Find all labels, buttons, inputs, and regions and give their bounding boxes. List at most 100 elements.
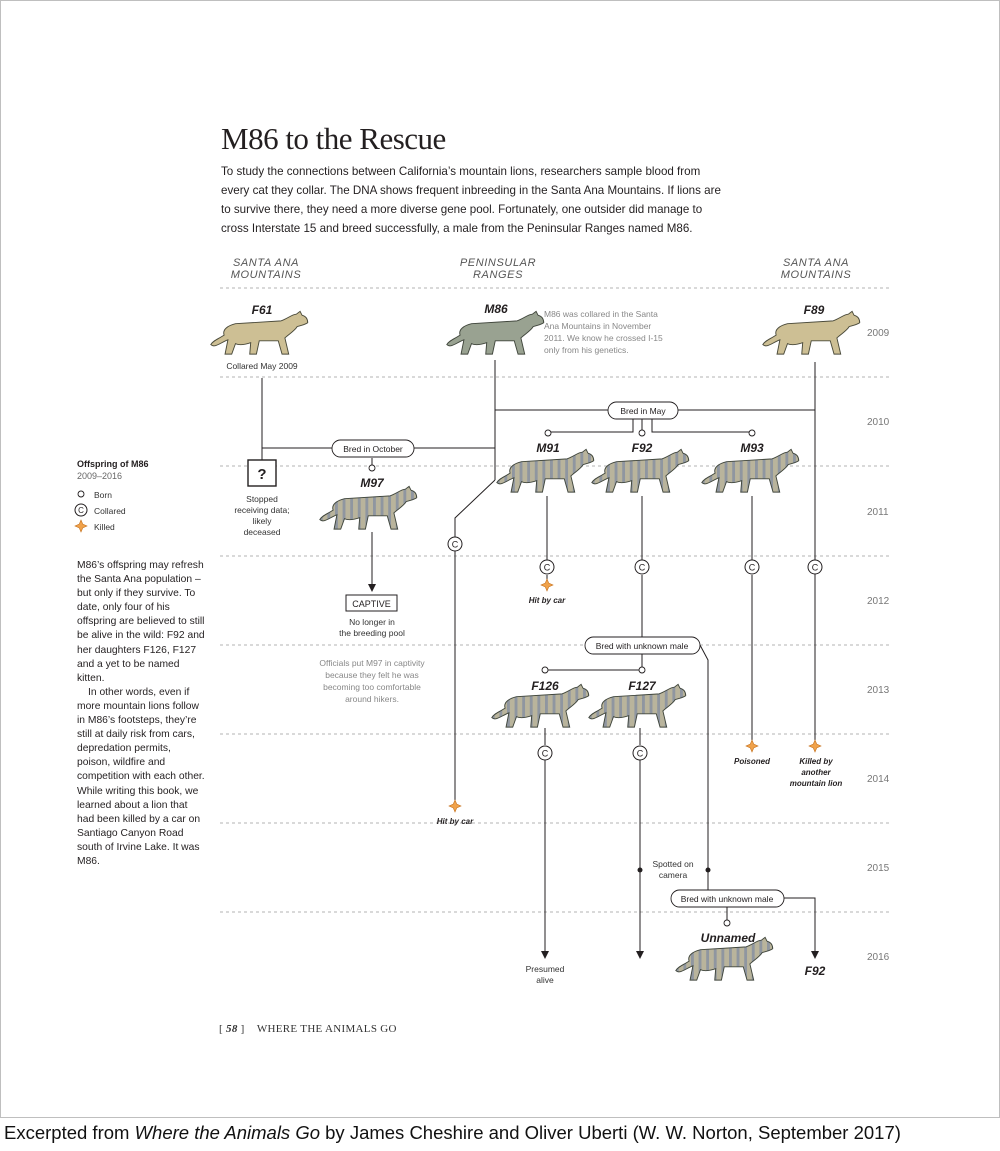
credit-prefix: Excerpted from	[4, 1122, 135, 1143]
lion-f89-icon	[763, 311, 860, 354]
collar-symbol: C	[639, 563, 646, 573]
spotted-dot	[706, 868, 711, 873]
born-marker	[639, 667, 645, 673]
event-bred-may: Bred in May	[608, 402, 678, 419]
lineage-diagram: Bred in October Bred in May Bred with un…	[0, 0, 1000, 1118]
unknown-symbol: ?	[257, 466, 266, 483]
note-stopped: Stopped receiving data; likely deceased	[234, 494, 289, 537]
collar-symbol: C	[78, 506, 84, 515]
note-line: 2011. We know he crossed I-15	[544, 333, 663, 343]
lion-name: F127	[628, 679, 657, 693]
note-hit-by-car: Hit by car	[529, 596, 566, 605]
born-marker	[542, 667, 548, 673]
born-markers	[369, 430, 755, 926]
unknown-fate-box: ?	[248, 460, 276, 486]
lion-name: M91	[536, 441, 560, 455]
collar-marker: C	[448, 537, 462, 551]
note-line: camera	[659, 870, 688, 880]
lion-m86-icon	[447, 311, 544, 354]
note-line: likely	[253, 516, 273, 526]
event-bred-unknown-1: Bred with unknown male	[585, 637, 700, 654]
note-line: around hikers.	[345, 694, 399, 704]
note-line: Ana Mountains in November	[544, 321, 651, 331]
note-line: another	[801, 768, 831, 777]
collar-symbol: C	[544, 563, 551, 573]
note-line: the breeding pool	[339, 628, 405, 638]
lion-name: M97	[360, 476, 385, 490]
note-captive: No longer in the breeding pool	[339, 617, 405, 638]
collar-marker: C	[808, 560, 822, 574]
lion-name: F61	[252, 303, 273, 317]
event-label: Bred with unknown male	[596, 641, 689, 651]
event-label: Bred in October	[343, 444, 403, 454]
lion-name: F126	[531, 679, 559, 693]
note-presumed: Presumed alive	[526, 964, 565, 985]
lion-f92-icon	[592, 449, 689, 492]
note-line: Spotted on	[652, 859, 693, 869]
collar-marker: C	[633, 746, 647, 760]
lion-name: M86	[484, 302, 508, 316]
collar-symbol: C	[749, 563, 756, 573]
captive-label: CAPTIVE	[352, 599, 391, 609]
lion-m91-icon	[497, 449, 594, 492]
note-line: alive	[536, 975, 554, 985]
note-line: deceased	[244, 527, 281, 537]
collar-marker: C	[540, 560, 554, 574]
legend-killed-icon	[75, 520, 87, 532]
f126-birth-line	[545, 665, 642, 670]
born-marker	[639, 430, 645, 436]
event-bred-october: Bred in October	[332, 440, 414, 457]
collar-symbol: C	[637, 749, 644, 759]
born-marker	[749, 430, 755, 436]
note-hit-by-car: Hit by car	[437, 817, 474, 826]
note-line: No longer in	[349, 617, 395, 627]
credit-suffix: by James Cheshire and Oliver Uberti (W. …	[320, 1122, 901, 1143]
spotted-dot	[638, 868, 643, 873]
lion-name: M93	[740, 441, 764, 455]
note-line: mountain lion	[790, 779, 843, 788]
legend-born-icon	[78, 491, 84, 497]
note-line: Officials put M97 in captivity	[319, 658, 425, 668]
lion-name: F92	[632, 441, 653, 455]
collar-symbol: C	[542, 749, 549, 759]
killed-star-icon	[541, 579, 553, 591]
born-marker	[545, 430, 551, 436]
legend-symbols: C	[75, 491, 87, 532]
collar-marker: C	[538, 746, 552, 760]
m86-late-path	[455, 480, 495, 800]
note-line: only from his genetics.	[544, 345, 629, 355]
f92-final-path	[778, 898, 815, 955]
excerpt-credit: Excerpted from Where the Animals Go by J…	[4, 1122, 901, 1144]
note-line: receiving data;	[234, 505, 289, 515]
collar-marker: C	[745, 560, 759, 574]
lion-name: F92	[805, 964, 826, 978]
born-marker	[724, 920, 730, 926]
collar-symbol: C	[812, 563, 819, 573]
killed-star-icon	[449, 800, 461, 812]
note-line: Killed by	[799, 757, 833, 766]
note-line: because they felt he was	[325, 670, 419, 680]
collar-marker: C	[635, 560, 649, 574]
lion-m97-icon	[320, 486, 417, 529]
note-poisoned: Poisoned	[734, 757, 771, 766]
m93-birth-branch	[652, 419, 752, 434]
legend-collared-icon: C	[75, 504, 87, 516]
killed-star-icon	[746, 740, 758, 752]
event-label: Bred in May	[620, 406, 666, 416]
credit-book-title: Where the Animals Go	[135, 1122, 320, 1143]
note-killed-by-lion: Killed by another mountain lion	[790, 757, 843, 788]
note-line: Stopped	[246, 494, 278, 504]
killed-star-icon	[809, 740, 821, 752]
note-collared-f61: Collared May 2009	[226, 361, 298, 371]
m91-birth-branch	[548, 419, 633, 434]
lion-m93-icon	[702, 449, 799, 492]
event-bred-unknown-2: Bred with unknown male	[671, 890, 784, 907]
lion-f61-icon	[211, 311, 308, 354]
captive-box: CAPTIVE	[346, 595, 397, 611]
note-officials: Officials put M97 in captivity because t…	[319, 658, 425, 704]
f92-late-path	[700, 645, 708, 892]
note-m86: M86 was collared in the Santa Ana Mounta…	[544, 309, 663, 355]
collar-symbol: C	[452, 540, 459, 550]
born-marker	[369, 465, 375, 471]
note-line: Presumed	[526, 964, 565, 974]
